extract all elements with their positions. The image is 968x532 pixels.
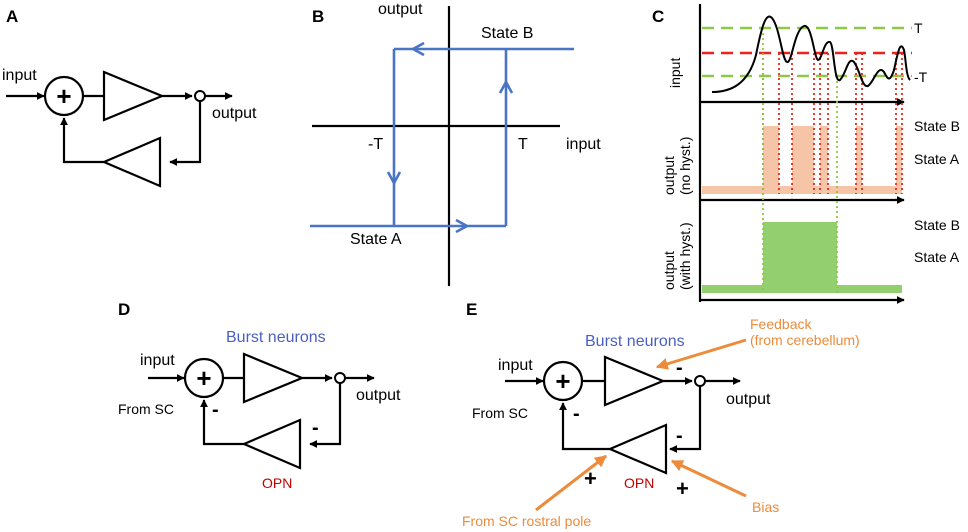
- panel-a-input-label: input: [2, 67, 37, 84]
- panel-b-arrow-up-icon: [498, 79, 514, 94]
- panel-e: E Burst neurons Feedback (from cerebellu…: [462, 300, 860, 529]
- panel-e-output-label: output: [726, 391, 771, 408]
- panel-c-state-b-2: State B: [914, 217, 960, 233]
- panel-c-state-a-1: State A: [914, 151, 960, 167]
- panel-c-input-label: input: [667, 58, 683, 88]
- panel-b-ylabel: output: [378, 1, 423, 18]
- panel-e-feedback-wire: [669, 386, 702, 453]
- panel-e-opn-amplifier: [607, 423, 668, 475]
- panel-e-branch-node: [694, 375, 706, 387]
- panel-d-opn-label: OPN: [262, 475, 292, 491]
- panel-e-minus-burst: -: [676, 357, 683, 379]
- panel-e-bias-arrow: [670, 459, 747, 498]
- panel-e-rostral-label: From SC rostral pole: [462, 513, 591, 529]
- panel-a-feedback-wire: [169, 101, 202, 166]
- panel-c-hyst-pulse: [763, 222, 837, 293]
- panel-d-burst-label: Burst neurons: [226, 329, 326, 346]
- panel-e-feedback-wire: [559, 402, 610, 451]
- panel-c-nohyst-label-line2: (no hyst.): [677, 137, 693, 195]
- panel-e-minus-opn: -: [676, 425, 683, 447]
- panel-b-xlabel: input: [566, 136, 601, 153]
- panel-c-hyst-label: output (with hyst.): [661, 222, 693, 290]
- panel-c-state-a-2: State A: [914, 249, 960, 265]
- panel-a-feedback-wire: [60, 117, 104, 164]
- panel-a-branch-node: [194, 90, 206, 102]
- panel-c-nohyst-pulse: [763, 126, 779, 194]
- panel-e-input-label: input: [498, 357, 533, 374]
- panel-d-from-sc: From SC: [118, 401, 174, 417]
- panel-a-label: A: [6, 7, 18, 26]
- panel-b-arrow-down-icon: [386, 171, 402, 186]
- panel-d-feedback-wire: [200, 399, 244, 446]
- panel-a: A input + output: [2, 7, 257, 188]
- panel-e-opn-label: OPN: [624, 475, 654, 491]
- panel-c-crossing-markers: [762, 53, 903, 194]
- panel-c: C input output (no hyst.) output (with h…: [652, 4, 960, 304]
- panel-b-state-a: State A: [350, 231, 402, 248]
- panel-d-branch-node: [334, 372, 346, 384]
- panel-b-arrow-left-icon: [410, 41, 425, 57]
- panel-e-burst-amplifier: [603, 355, 666, 407]
- panel-d: D Burst neurons input From SC + output -…: [118, 300, 401, 491]
- panel-e-feedback-arrow: [655, 338, 747, 370]
- panel-b: B output input -T T State B State A: [310, 1, 601, 286]
- panel-b-label: B: [312, 7, 324, 26]
- panel-c-hyst-markers: [762, 28, 838, 293]
- panel-e-feedback-line1: Feedback: [750, 316, 812, 332]
- panel-b-neg-threshold: -T: [368, 136, 383, 153]
- panel-e-rostral-arrow: [535, 454, 607, 512]
- panel-c-nohyst-pulse: [896, 126, 902, 194]
- panel-e-minus-sum: -: [573, 403, 580, 425]
- panel-d-feedback-wire: [309, 383, 342, 448]
- panel-c-label: C: [652, 7, 664, 26]
- panel-d-minus-sum: -: [212, 399, 219, 421]
- panel-a-output-label: output: [212, 105, 257, 122]
- panel-c-nohyst-pulse: [820, 126, 828, 194]
- panel-e-label: E: [466, 300, 477, 319]
- panel-d-opn-amplifier: [241, 418, 302, 470]
- panel-d-label: D: [118, 300, 130, 319]
- panel-a-plus-icon: +: [56, 81, 71, 111]
- panel-b-arrow-right-icon: [455, 218, 470, 234]
- panel-c-nohyst-label-line1: output: [661, 156, 677, 195]
- panel-d-burst-amplifier: [242, 352, 305, 404]
- panel-c-nohyst-pulse: [792, 126, 814, 194]
- panel-b-pos-threshold: T: [518, 136, 528, 153]
- panel-d-output-label: output: [356, 387, 401, 404]
- panel-a-forward-amplifier: [102, 70, 165, 122]
- panel-e-plus-bias: +: [676, 476, 689, 501]
- panel-d-minus-opn: -: [312, 417, 319, 439]
- panel-c-input-signal: [711, 15, 911, 93]
- panel-e-bias-label: Bias: [752, 499, 779, 515]
- panel-e-feedback-line2: (from cerebellum): [750, 332, 860, 348]
- panel-d-plus-icon: +: [196, 363, 211, 393]
- panel-c-hyst-label-line2: (with hyst.): [677, 222, 693, 290]
- panel-c-nohyst-pulse: [856, 126, 862, 194]
- panel-c-state-b-1: State B: [914, 118, 960, 134]
- panel-c-t-label: T: [914, 20, 923, 36]
- panel-b-state-b: State B: [481, 25, 533, 42]
- panel-c-nohyst-label: output (no hyst.): [661, 137, 693, 195]
- panel-e-plus-icon: +: [555, 366, 570, 396]
- panel-c-neg-t-label: -T: [914, 69, 928, 85]
- panel-e-burst-label: Burst neurons: [585, 333, 685, 350]
- panel-d-input-label: input: [140, 352, 175, 369]
- panel-a-feedback-amplifier: [101, 136, 162, 188]
- panel-c-hyst-label-line1: output: [661, 251, 677, 290]
- panel-e-from-sc: From SC: [472, 405, 528, 421]
